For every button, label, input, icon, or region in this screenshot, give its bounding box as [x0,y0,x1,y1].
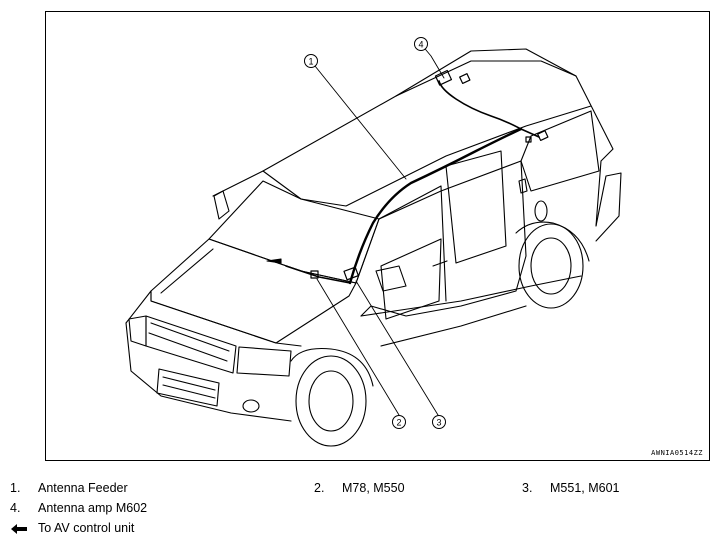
callout-2: 2 [396,418,401,428]
connector-m551-m601 [343,266,359,281]
callout-3: 3 [436,418,441,428]
antenna-feeder-cable [285,80,540,285]
vehicle-illustration: 1 4 2 3 [125,37,622,447]
to-av-arrow-icon [266,258,282,264]
figure-code: AWNIA0514ZZ [651,449,703,457]
vehicle-body [125,48,622,447]
connector-markers [310,69,549,281]
leader-lines [310,43,445,416]
legend-arrow-text: To AV control unit [38,521,135,535]
left-arrow-icon [11,524,27,534]
diagram-frame: 1 4 2 3 AWNIA0514ZZ [45,11,710,461]
callout-markers [304,37,446,429]
callout-4: 4 [418,40,423,50]
callout-1: 1 [308,57,313,67]
connector-m78-m550 [310,270,319,279]
